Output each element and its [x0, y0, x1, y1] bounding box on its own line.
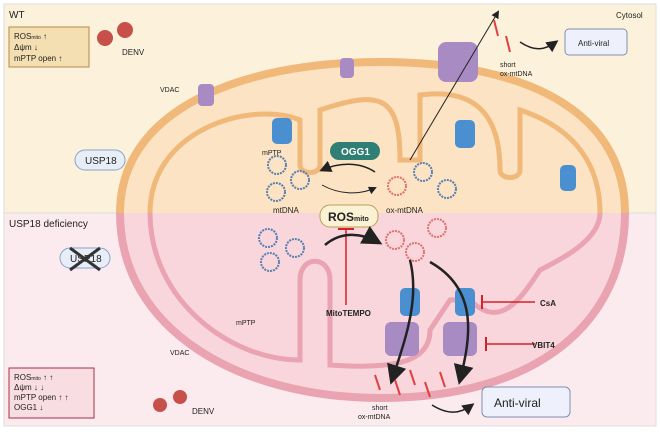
- mitochondrion: [116, 57, 629, 403]
- wt-short-ox-label: ox-mtDNA: [500, 71, 533, 78]
- ogg1-label: OGG1: [341, 147, 370, 158]
- wt-short-label: short: [500, 62, 516, 69]
- wt-dpsim: Δψm ↓: [14, 43, 38, 52]
- ko-denv-label: DENV: [192, 407, 215, 416]
- ros-badge: [319, 204, 379, 228]
- oxidation-arrow-ko: [324, 225, 383, 246]
- wt-antiviral-box: [564, 28, 628, 56]
- wt-usp18-label: USP18: [85, 156, 117, 167]
- wt-usp18-badge: [74, 149, 126, 171]
- wt-status-box: [8, 26, 90, 68]
- ko-antiviral-box: [481, 386, 571, 418]
- ko-vdac-label: VDAC: [170, 350, 189, 357]
- ko-denv-virus-icon: [153, 390, 187, 412]
- ros-label: ROS: [328, 210, 354, 224]
- ko-antiviral-label: Anti-viral: [494, 396, 541, 410]
- denv-virus-icon: [97, 22, 133, 46]
- release-arrow-1: [387, 259, 415, 385]
- wt-antiviral-label: Anti-viral: [578, 39, 609, 48]
- oxidation-arrow: [321, 184, 377, 195]
- svg-text:ROSmito ↑ ↑: ROSmito ↑ ↑: [14, 373, 53, 382]
- ko-mptp-open: mPTP open ↑ ↑: [14, 393, 69, 402]
- wt-denv-label: DENV: [122, 48, 145, 57]
- mitotempo-label: MitoTEMPO: [326, 309, 371, 318]
- mtdna-icon: [266, 155, 310, 202]
- vdac-icon: [198, 42, 478, 106]
- ko-short-ox-mtdna-icon: [374, 369, 446, 398]
- ko-mptp-label: mPTP: [236, 320, 256, 327]
- ox-mtdna-label: ox-mtDNA: [386, 206, 424, 215]
- wt-label: WT: [9, 10, 25, 21]
- ko-label: USP18 deficiency: [9, 219, 88, 230]
- ko-antiviral-arrow: [431, 403, 475, 416]
- mptp-icon: [272, 118, 576, 191]
- ko-short-ox-label: ox-mtDNA: [358, 414, 391, 421]
- knockout-x-icon: [69, 246, 101, 272]
- ox-mtdna-icon: [387, 162, 457, 199]
- svg-text:ROSmito: ROSmito: [328, 210, 369, 224]
- ko-mtdna-icon: [258, 228, 305, 272]
- ko-ros: ROS: [14, 373, 31, 382]
- ko-ogg1: OGG1 ↓: [14, 403, 43, 412]
- wt-mptp-label: mPTP: [262, 150, 282, 157]
- wt-vdac-label: VDAC: [160, 87, 179, 94]
- wt-antiviral-arrow: [519, 40, 559, 53]
- wt-ros: ROS: [14, 32, 31, 41]
- ko-dpsim: Δψm ↓ ↓: [14, 383, 44, 392]
- ogg1-badge: [330, 142, 380, 160]
- ko-short-label: short: [372, 405, 388, 412]
- csa-label: CsA: [540, 299, 556, 308]
- cytosol-label: Cytosol: [616, 11, 643, 20]
- mtdna-label: mtDNA: [273, 206, 299, 215]
- export-arrow: [409, 10, 500, 161]
- vbit4-label: VBIT4: [532, 341, 555, 350]
- release-arrow-2: [429, 260, 474, 385]
- repair-arrow: [319, 160, 376, 173]
- wt-mptp: mPTP open ↑: [14, 54, 62, 63]
- svg-text:ROSmito ↑: ROSmito ↑: [14, 32, 47, 41]
- ko-status-box: [8, 367, 95, 419]
- ko-ox-mtdna-icon: [385, 218, 447, 262]
- short-ox-mtdna-icon: [493, 19, 511, 53]
